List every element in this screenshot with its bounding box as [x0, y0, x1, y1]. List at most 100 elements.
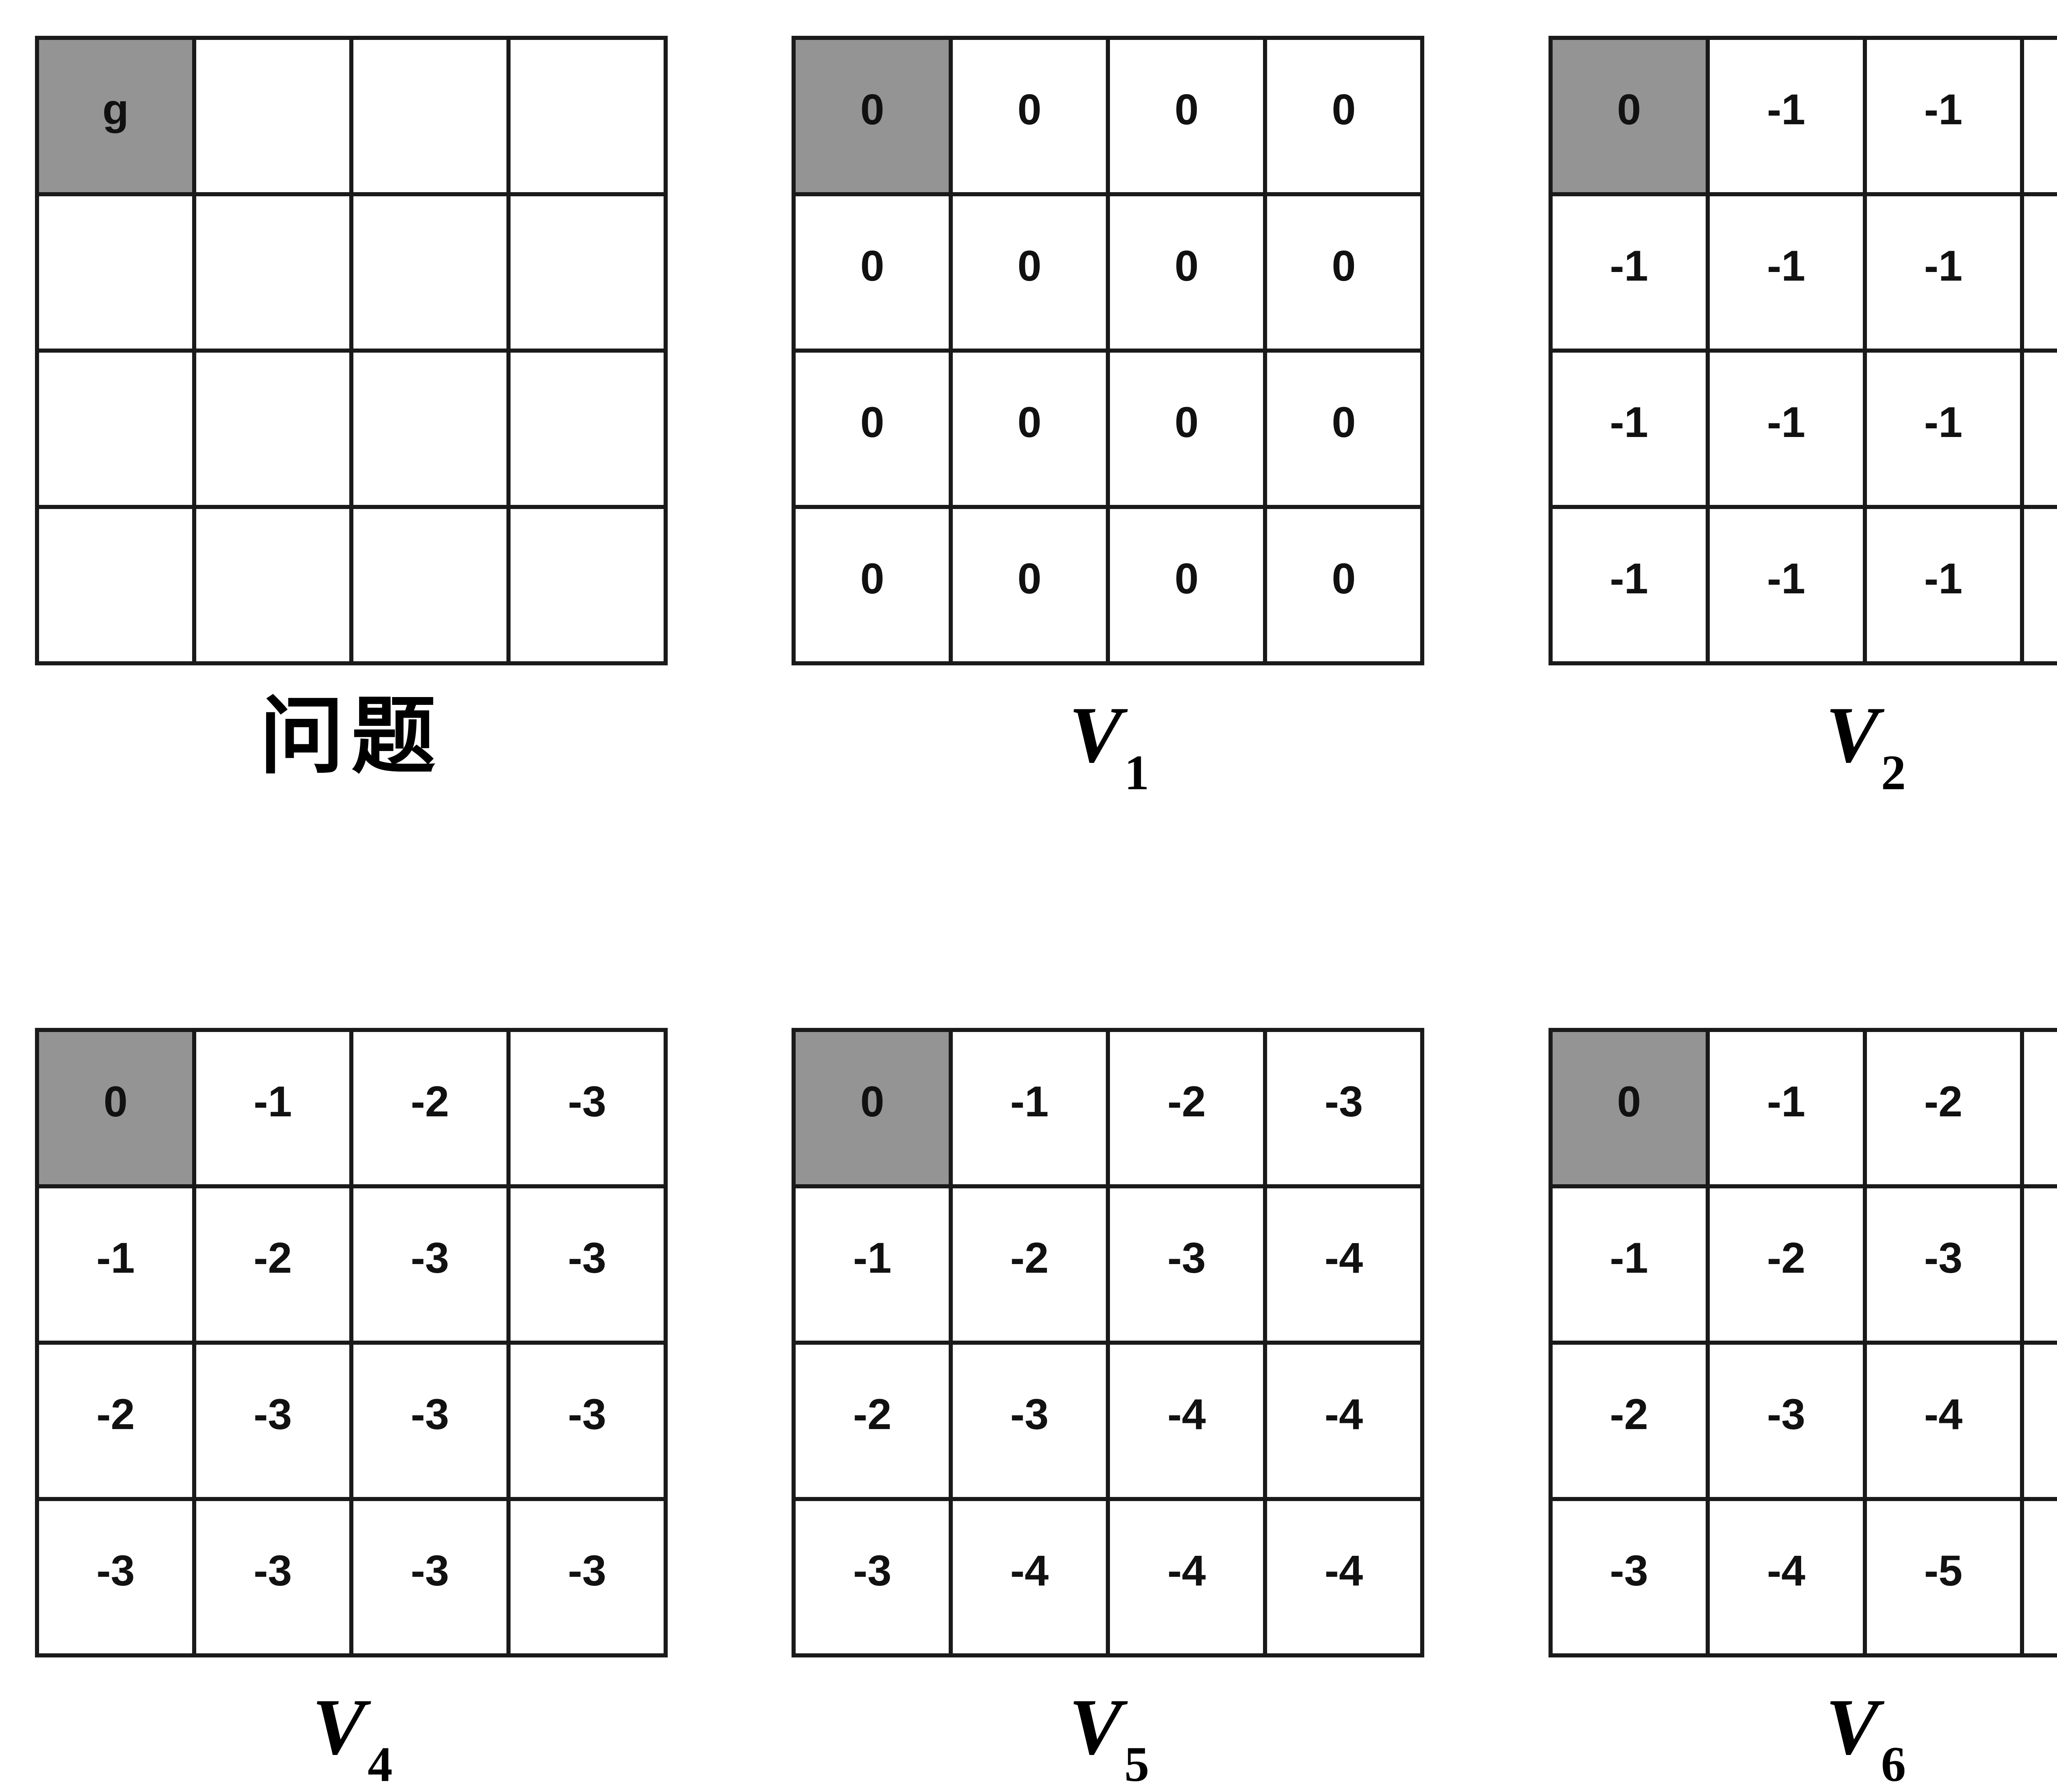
- panel-label-v6: V6: [1549, 1680, 2057, 1790]
- grid-cell: 0: [1106, 36, 1268, 196]
- goal-cell: 0: [792, 36, 953, 196]
- grid-cell: -4: [1263, 1184, 1425, 1345]
- grid-row: -1-2-3-4: [792, 1184, 1425, 1345]
- grid-problem: g: [35, 36, 668, 665]
- grid-v5: 0-1-2-3-1-2-3-4-2-3-4-4-3-4-4-4: [792, 1027, 1425, 1657]
- label-text: V: [1825, 1682, 1879, 1771]
- grid-row: -2-3-4-4: [792, 1340, 1425, 1501]
- grid-cell: -3: [1548, 1497, 1710, 1657]
- grid-cell: -2: [949, 1184, 1110, 1345]
- label-text: V: [1069, 690, 1123, 779]
- grid-row: 0-1-1-1: [1548, 36, 2057, 196]
- grid-row: -3-4-5-5: [1548, 1497, 2057, 1657]
- goal-cell: 0: [792, 1027, 953, 1188]
- grid-row: g: [35, 36, 668, 196]
- panel-v6: 0-1-2-3-1-2-3-4-2-3-4-5-3-4-5-5 V6: [1548, 1027, 2057, 1790]
- grid-cell: 0: [792, 349, 953, 509]
- goal-cell: 0: [1548, 36, 1710, 196]
- grid-cell: -4: [1106, 1340, 1268, 1501]
- label-text: 问题: [260, 687, 443, 786]
- grid-cell: [35, 192, 196, 353]
- grid-cell: -2: [792, 1340, 953, 1501]
- grid-cell: -2: [1548, 1340, 1710, 1501]
- grid-cell: -1: [1548, 192, 1710, 353]
- grid-cell: -1: [1705, 1027, 1867, 1188]
- label-subscript: 6: [1881, 1737, 1906, 1792]
- panel-label-v2: V2: [1549, 688, 2057, 797]
- label-text: V: [1825, 690, 1879, 779]
- grid-row: [35, 505, 668, 665]
- grid-cell: -3: [506, 1027, 668, 1188]
- grid-cell: -1: [949, 1027, 1110, 1188]
- grid-row: -1-1-1-1: [1548, 192, 2057, 353]
- grid-cell: [349, 505, 511, 665]
- grid-cell: -3: [192, 1340, 353, 1501]
- grid-cell: -1: [1705, 505, 1867, 665]
- grid-row: -1-1-1-1: [1548, 505, 2057, 665]
- grid-cell: 0: [1263, 505, 1425, 665]
- grid-cell: -1: [1862, 36, 2024, 196]
- grid-cell: -1: [2020, 505, 2057, 665]
- grid-cell: -5: [1862, 1497, 2024, 1657]
- label-text: V: [1069, 1682, 1123, 1771]
- panel-problem: g 问题: [35, 36, 668, 785]
- grid-cell: -1: [2020, 192, 2057, 353]
- grid-cell: 0: [949, 192, 1110, 353]
- panel-label-v1: V1: [792, 688, 1424, 797]
- grid-cell: -1: [1705, 349, 1867, 509]
- grid-cell: [35, 349, 196, 509]
- grid-cell: [506, 505, 668, 665]
- grid-row: -2-3-3-3: [35, 1340, 668, 1501]
- goal-cell: g: [35, 36, 196, 196]
- grid-cell: -2: [1705, 1184, 1867, 1345]
- grid-cell: -1: [1862, 505, 2024, 665]
- grid-cell: -1: [792, 1184, 953, 1345]
- grid-cell: [349, 349, 511, 509]
- grid-cell: -3: [506, 1184, 668, 1345]
- grid-cell: -3: [349, 1340, 511, 1501]
- panel-v4: 0-1-2-3-1-2-3-3-2-3-3-3-3-3-3-3 V4: [35, 1027, 668, 1790]
- grid-cell: -3: [792, 1497, 953, 1657]
- grid-cell: [349, 192, 511, 353]
- grid-cell: -3: [192, 1497, 353, 1657]
- grid-cell: [192, 192, 353, 353]
- grid-cell: -3: [1106, 1184, 1268, 1345]
- grid-cell: -3: [506, 1497, 668, 1657]
- grid-cell: -1: [1548, 505, 1710, 665]
- label-subscript: 4: [367, 1737, 393, 1792]
- label-text: V: [312, 1682, 366, 1771]
- grid-cell: -4: [1263, 1340, 1425, 1501]
- grid-cell: -3: [506, 1340, 668, 1501]
- grid-cell: [506, 36, 668, 196]
- grid-cell: -3: [1263, 1027, 1425, 1188]
- grid-cell: -5: [2020, 1340, 2057, 1501]
- grid-cell: -1: [1862, 192, 2024, 353]
- grid-cell: 0: [1263, 36, 1425, 196]
- grid-cell: -3: [949, 1340, 1110, 1501]
- grid-cell: -3: [349, 1497, 511, 1657]
- goal-cell: 0: [1548, 1027, 1710, 1188]
- grid-cell: 0: [1106, 505, 1268, 665]
- grid-cell: 0: [949, 505, 1110, 665]
- panel-v2: 0-1-1-1-1-1-1-1-1-1-1-1-1-1-1-1 V2: [1548, 36, 2057, 797]
- grid-row: -1-1-1-1: [1548, 349, 2057, 509]
- panel-label-v5: V5: [792, 1680, 1424, 1790]
- grid-cell: -4: [1705, 1497, 1867, 1657]
- grid-cell: 0: [1106, 349, 1268, 509]
- grid-cell: 0: [792, 505, 953, 665]
- grid-row: [35, 192, 668, 353]
- grid-cell: -3: [2020, 1027, 2057, 1188]
- grid-cell: [35, 505, 196, 665]
- grid-row: [35, 349, 668, 509]
- grid-row: -2-3-4-5: [1548, 1340, 2057, 1501]
- grid-cell: -3: [35, 1497, 196, 1657]
- grid-cell: -4: [2020, 1184, 2057, 1345]
- grid-cell: 0: [949, 36, 1110, 196]
- grid-cell: -2: [35, 1340, 196, 1501]
